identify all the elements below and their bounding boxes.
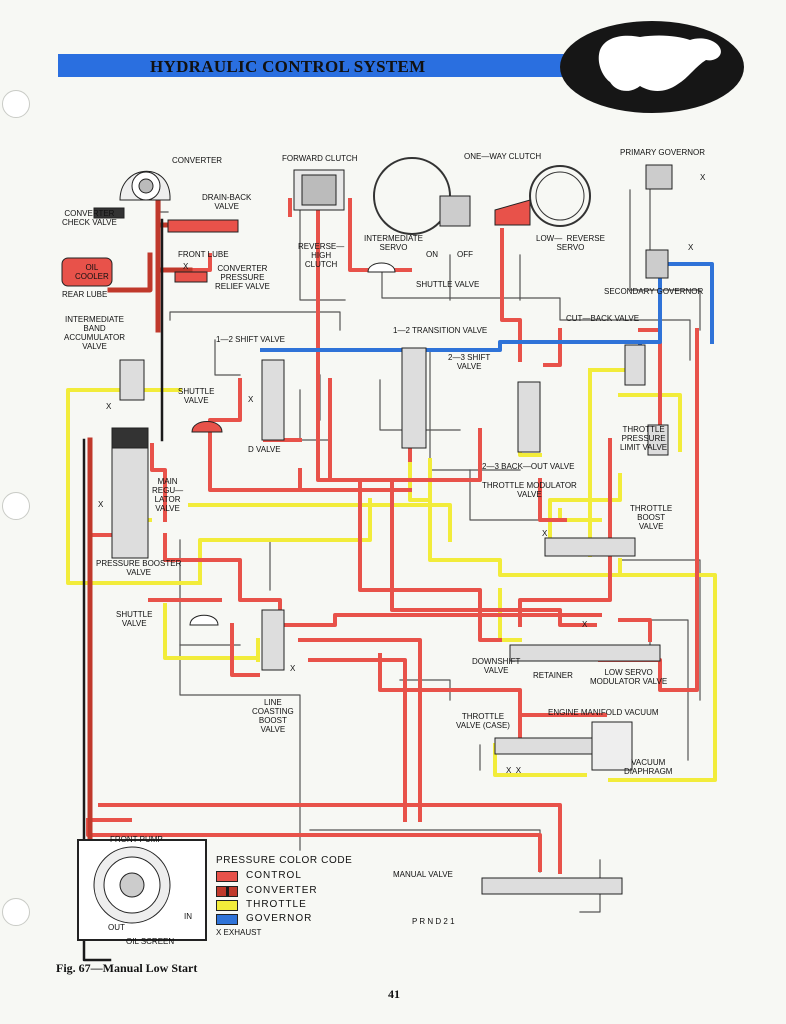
label-throttle-pressure-limit-valve: THROTTLE PRESSURE LIMIT VALVE	[620, 425, 668, 452]
label-front-lube: FRONT LUBE	[178, 250, 229, 259]
label-low-reverse-servo: LOW— REVERSE SERVO	[536, 234, 605, 252]
label-throttle-valve-case: THROTTLE VALVE (CASE)	[456, 712, 510, 730]
label-x-primary-governor: X	[700, 173, 706, 182]
label-2-3-backout-valve: 2—3 BACK—OUT VALVE	[482, 462, 575, 471]
legend-exhaust: X EXHAUST	[216, 928, 262, 937]
label-x-main-regulator: X	[98, 500, 104, 509]
label-intermediate-servo: INTERMEDIATE SERVO	[364, 234, 423, 252]
transmission-logo	[560, 21, 744, 113]
label-vacuum-diaphragm: VACUUM DIAPHRAGM	[624, 758, 673, 776]
label-engine-manifold-vacuum: ENGINE MANIFOLD VACUUM	[548, 708, 659, 717]
label-reverse-high-clutch: REVERSE— HIGH CLUTCH	[298, 242, 345, 269]
label-x-x-throttle-valve: X X	[506, 766, 522, 775]
label-converter-check-valve: CONVERTER CHECK VALVE	[62, 209, 117, 227]
label-shuttle-valve-lower: SHUTTLE VALVE	[116, 610, 153, 628]
label-converter-pressure-relief-valve: CONVERTER PRESSURE RELIEF VALVE	[215, 264, 270, 291]
label-low-servo-modulator-valve: LOW SERVO MODULATOR VALVE	[590, 668, 668, 686]
title-banner	[58, 54, 578, 77]
label-shuttle-valve-top: SHUTTLE VALVE	[416, 280, 480, 289]
label-x-shuttle-valve-left: X	[248, 395, 254, 404]
label-x-throttle-boost: X	[542, 529, 548, 538]
label-rear-lube: REAR LUBE	[62, 290, 108, 299]
legend-title: PRESSURE COLOR CODE	[216, 855, 353, 866]
label-1-2-transition-valve: 1—2 TRANSITION VALVE	[393, 326, 488, 335]
label-main-regulator-valve: MAIN REGU— LATOR VALVE	[152, 477, 184, 513]
label-shuttle-valve-left: SHUTTLE VALVE	[178, 387, 215, 405]
label-forward-clutch: FORWARD CLUTCH	[282, 154, 358, 163]
legend-swatch-governor	[216, 914, 238, 925]
label-throttle-boost-valve: THROTTLE BOOST VALVE	[630, 504, 673, 531]
legend-label-governor: GOVERNOR	[246, 913, 313, 924]
label-downshift-valve: DOWNSHIFT VALVE	[472, 657, 521, 675]
label-retainer: RETAINER	[533, 671, 573, 680]
legend-label-converter: CONVERTER	[246, 885, 318, 896]
label-drain-back-valve: DRAIN-BACK VALVE	[202, 193, 252, 211]
label-intermediate-band-accumulator-valve: INTERMEDIATE BAND ACCUMULATOR VALVE	[64, 315, 126, 351]
label-pump-out: OUT	[108, 923, 125, 932]
label-throttle-modulator-valve: THROTTLE MODULATOR VALVE	[482, 481, 577, 499]
label-converter: CONVERTER	[172, 156, 223, 165]
label-off: OFF	[457, 250, 473, 259]
legend-label-throttle: THROTTLE	[246, 899, 307, 910]
label-gear-positions: P R N D 2 1	[412, 917, 455, 926]
figure-caption: Fig. 67—Manual Low Start	[56, 961, 198, 975]
label-cut-back-valve: CUT—BACK VALVE	[566, 314, 640, 323]
label-x-downshift: X	[582, 620, 588, 629]
label-front-pump: FRONT PUMP	[110, 835, 163, 844]
label-pump-in: IN	[184, 912, 192, 921]
label-primary-governor: PRIMARY GOVERNOR	[620, 148, 706, 157]
label-2-3-shift-valve: 2—3 SHIFT VALVE	[448, 353, 491, 371]
legend-swatch-converter	[216, 886, 238, 897]
binder-hole-bottom	[2, 898, 30, 926]
label-one-way-clutch: ONE—WAY CLUTCH	[464, 152, 542, 161]
label-1-2-shift-valve: 1—2 SHIFT VALVE	[216, 335, 285, 344]
label-x-front-lube: X	[183, 262, 189, 271]
label-line-coasting-boost-valve: LINE COASTING BOOST VALVE	[252, 698, 294, 734]
label-pressure-booster-valve: PRESSURE BOOSTER VALVE	[96, 559, 182, 577]
binder-hole-top	[2, 90, 30, 118]
label-oil-screen: OIL SCREEN	[126, 937, 175, 946]
label-x-secondary-governor: X	[688, 243, 694, 252]
label-x-accumulator: X	[106, 402, 112, 411]
legend-swatch-throttle	[216, 900, 238, 911]
label-on: ON	[426, 250, 438, 259]
label-d-valve: D VALVE	[248, 445, 281, 454]
label-oil-cooler: OIL COOLER	[75, 263, 109, 281]
legend-swatch-control	[216, 871, 238, 882]
binder-hole-middle	[2, 492, 30, 520]
label-secondary-governor: SECONDARY GOVERNOR	[604, 287, 704, 296]
page-number: 41	[388, 987, 400, 1001]
page-title: HYDRAULIC CONTROL SYSTEM	[150, 57, 426, 76]
label-x-line-coasting: X	[290, 664, 296, 673]
legend-label-control: CONTROL	[246, 870, 302, 881]
label-manual-valve: MANUAL VALVE	[393, 870, 453, 879]
